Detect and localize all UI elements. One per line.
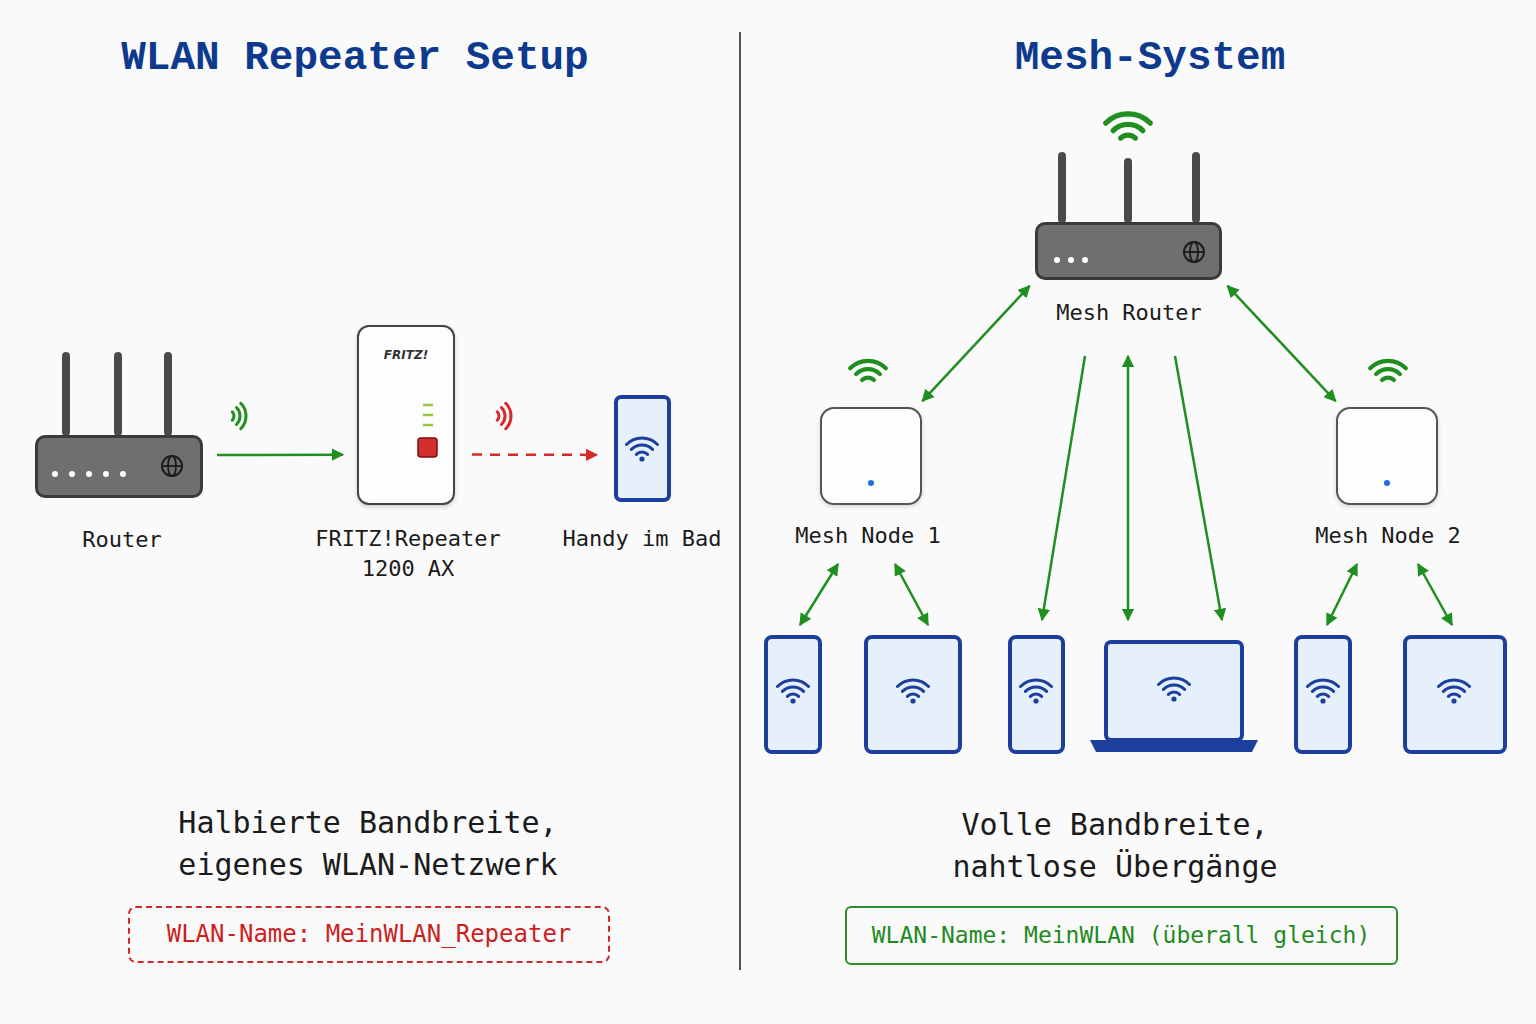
status-dot [1068, 257, 1074, 263]
antenna [1058, 152, 1066, 223]
antenna [114, 352, 122, 436]
node-label: Mesh Node 1 [768, 521, 968, 551]
node-label: FRITZ!Repeater 1200 AX [298, 524, 518, 584]
section-title: Mesh-System [850, 33, 1450, 83]
led [423, 414, 433, 417]
signal-waves [1370, 361, 1406, 380]
divider-line [739, 32, 741, 970]
client-laptop-base [1090, 740, 1258, 752]
client-link [1042, 356, 1085, 620]
status-dot [1082, 257, 1088, 263]
globe-icon [1184, 242, 1204, 262]
status-dot [120, 471, 126, 477]
client-link [1327, 564, 1357, 625]
globe-icon [1184, 251, 1204, 253]
status-dot [1054, 257, 1060, 263]
repeater-device: FRITZ!FRITZ!Repeater 1200 AX [357, 325, 455, 505]
connection-arrow [922, 286, 1029, 401]
wlan-name: WLAN-Name: MeinWLAN (überall gleich) [847, 908, 1395, 962]
client-phone [1010, 637, 1063, 752]
wlan-name: WLAN-Name: MeinWLAN_Repeater [130, 908, 608, 961]
wifi-icon [1158, 678, 1189, 702]
antenna [62, 352, 70, 436]
wifi-icon [897, 680, 928, 704]
client-link [1127, 356, 1130, 620]
status-light [1384, 480, 1390, 486]
antenna [164, 352, 172, 436]
client-phone [1296, 637, 1350, 752]
status-dot [52, 471, 58, 477]
status-dot [86, 471, 92, 477]
node-label: Handy im Bad [542, 524, 742, 554]
summary-text: Halbierte Bandbreite, eigenes WLAN-Netzw… [168, 802, 568, 886]
connection-arrow [1228, 286, 1336, 401]
client-tablet [866, 637, 960, 752]
globe-icon [162, 465, 182, 467]
connection-arrow [472, 453, 597, 456]
mesh-node: Mesh Node 2 [1336, 407, 1438, 505]
mesh-router: Mesh Router [1035, 222, 1222, 280]
signal-waves [497, 403, 511, 428]
wlan-name-box: WLAN-Name: MeinWLAN (überall gleich) [845, 906, 1398, 965]
wifi-icon [626, 438, 657, 462]
section-title: WLAN Repeater Setup [55, 33, 655, 83]
client-laptop-screen [1106, 642, 1242, 740]
wifi-icon [1020, 680, 1051, 704]
led [423, 404, 433, 407]
antenna [1192, 152, 1200, 223]
brand-logo: FRITZ! [359, 347, 453, 363]
status-dot [69, 471, 75, 477]
status-light [868, 480, 874, 486]
wifi-icon [777, 680, 808, 704]
client-phone [766, 637, 820, 752]
mesh-node: Mesh Node 1 [820, 407, 922, 505]
antenna [1124, 158, 1132, 223]
node-label: Mesh Router [1029, 298, 1229, 328]
phone-device: Handy im Bad [614, 395, 671, 502]
signal-waves [850, 361, 886, 380]
node-label: Mesh Node 2 [1288, 521, 1488, 551]
wifi-icon [1307, 680, 1338, 704]
router-device: Router [35, 435, 203, 498]
client-tablet [1405, 637, 1505, 752]
signal-waves [232, 403, 246, 428]
wlan-name-box: WLAN-Name: MeinWLAN_Repeater [128, 906, 610, 963]
client-link [1418, 564, 1452, 625]
globe-icon [162, 456, 182, 476]
wifi-icon [1438, 680, 1469, 704]
client-link [1175, 356, 1222, 620]
button [418, 438, 437, 457]
connection-arrow [217, 453, 343, 456]
client-link [800, 564, 838, 625]
globe-icon [168, 456, 176, 476]
signal-waves [1106, 114, 1151, 138]
summary-text: Volle Bandbreite, nahtlose Übergänge [915, 804, 1315, 888]
led [423, 424, 433, 427]
status-dot [103, 471, 109, 477]
globe-icon [1190, 242, 1198, 262]
node-label: Router [22, 525, 222, 555]
client-link [895, 564, 928, 625]
